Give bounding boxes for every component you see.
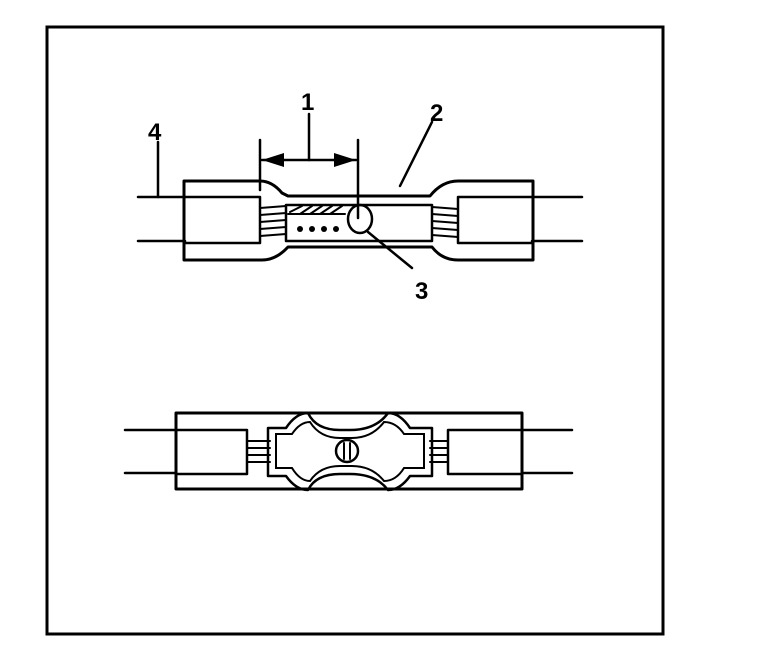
top-left-insulation [182, 195, 262, 245]
bottom-crimped-barrel-outer [266, 411, 434, 492]
bottom-right-insulation [446, 428, 524, 476]
top-splice-sleeve [136, 179, 584, 262]
callout-4: 4 [148, 119, 162, 146]
callout-2-leader [398, 120, 434, 188]
top-inspection-hole [346, 203, 374, 235]
top-inner-wire [287, 205, 346, 232]
callout-2: 2 [430, 100, 443, 127]
top-right-insulation [456, 195, 535, 245]
bottom-strands-left [246, 440, 271, 463]
dimension-1 [258, 112, 360, 220]
bottom-left-insulation [174, 428, 249, 476]
bottom-strands-right [429, 440, 449, 463]
top-strands-left [259, 205, 287, 237]
diagram-frame [45, 25, 665, 636]
top-strands-right [431, 206, 459, 238]
bottom-crimped-barrel-inner [275, 420, 425, 483]
callout-3: 3 [415, 278, 428, 305]
bottom-splice-sleeve [123, 411, 574, 492]
bottom-inspection-hole [334, 438, 360, 464]
dimension-arrow-right [334, 153, 356, 167]
callout-3-leader [366, 230, 414, 270]
dimension-arrow-left [262, 153, 284, 167]
callout-1: 1 [301, 89, 314, 116]
